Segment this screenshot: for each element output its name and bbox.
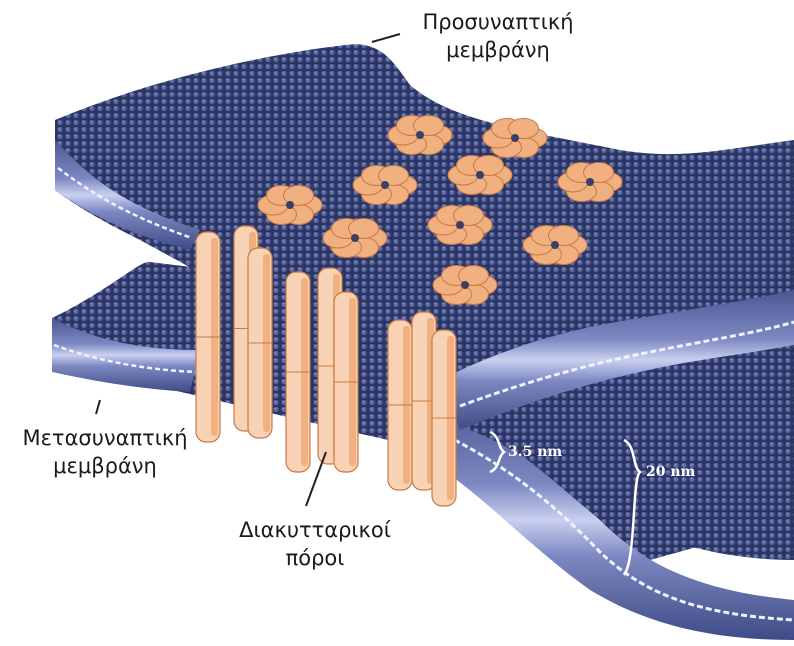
connexon-rosette <box>433 266 497 305</box>
label-postsynaptic-membrane: Μετασυναπτική μεμβράνη <box>0 424 210 480</box>
measure-20nm-label: 20 nm <box>646 464 696 480</box>
connexon-channel <box>334 292 358 472</box>
label-presynaptic-line2: μεμβράνη <box>398 36 598 64</box>
connexon-channel <box>432 330 456 506</box>
connexon-channel <box>388 320 412 490</box>
label-postsynaptic-line2: μεμβράνη <box>0 452 210 480</box>
connexon-rosette <box>523 226 587 265</box>
connexon-channel <box>196 232 220 442</box>
connexon-rosette <box>558 163 622 202</box>
connexon-rosette <box>258 186 322 225</box>
label-presynaptic-line1: Προσυναπτική <box>398 8 598 36</box>
connexon-channel <box>248 248 272 438</box>
leader-postsynaptic <box>96 400 100 414</box>
measure-3-5nm-label: 3.5 nm <box>508 444 562 460</box>
connexon-channel <box>286 272 310 472</box>
connexon-rosette <box>388 116 452 155</box>
connexon-rosette <box>353 166 417 205</box>
label-presynaptic-membrane: Προσυναπτική μεμβράνη <box>398 8 598 64</box>
label-channels-line2: πόροι <box>215 544 415 572</box>
connexon-rosette <box>448 156 512 195</box>
label-channels-line1: Διακυτταρικοί <box>215 516 415 544</box>
connexon-rosette <box>323 219 387 258</box>
connexon-rosette <box>428 206 492 245</box>
label-intercellular-channels: Διακυτταρικοί πόροι <box>215 516 415 572</box>
leader-presynaptic <box>372 34 400 42</box>
connexon-rosette <box>483 119 547 158</box>
label-postsynaptic-line1: Μετασυναπτική <box>0 424 210 452</box>
